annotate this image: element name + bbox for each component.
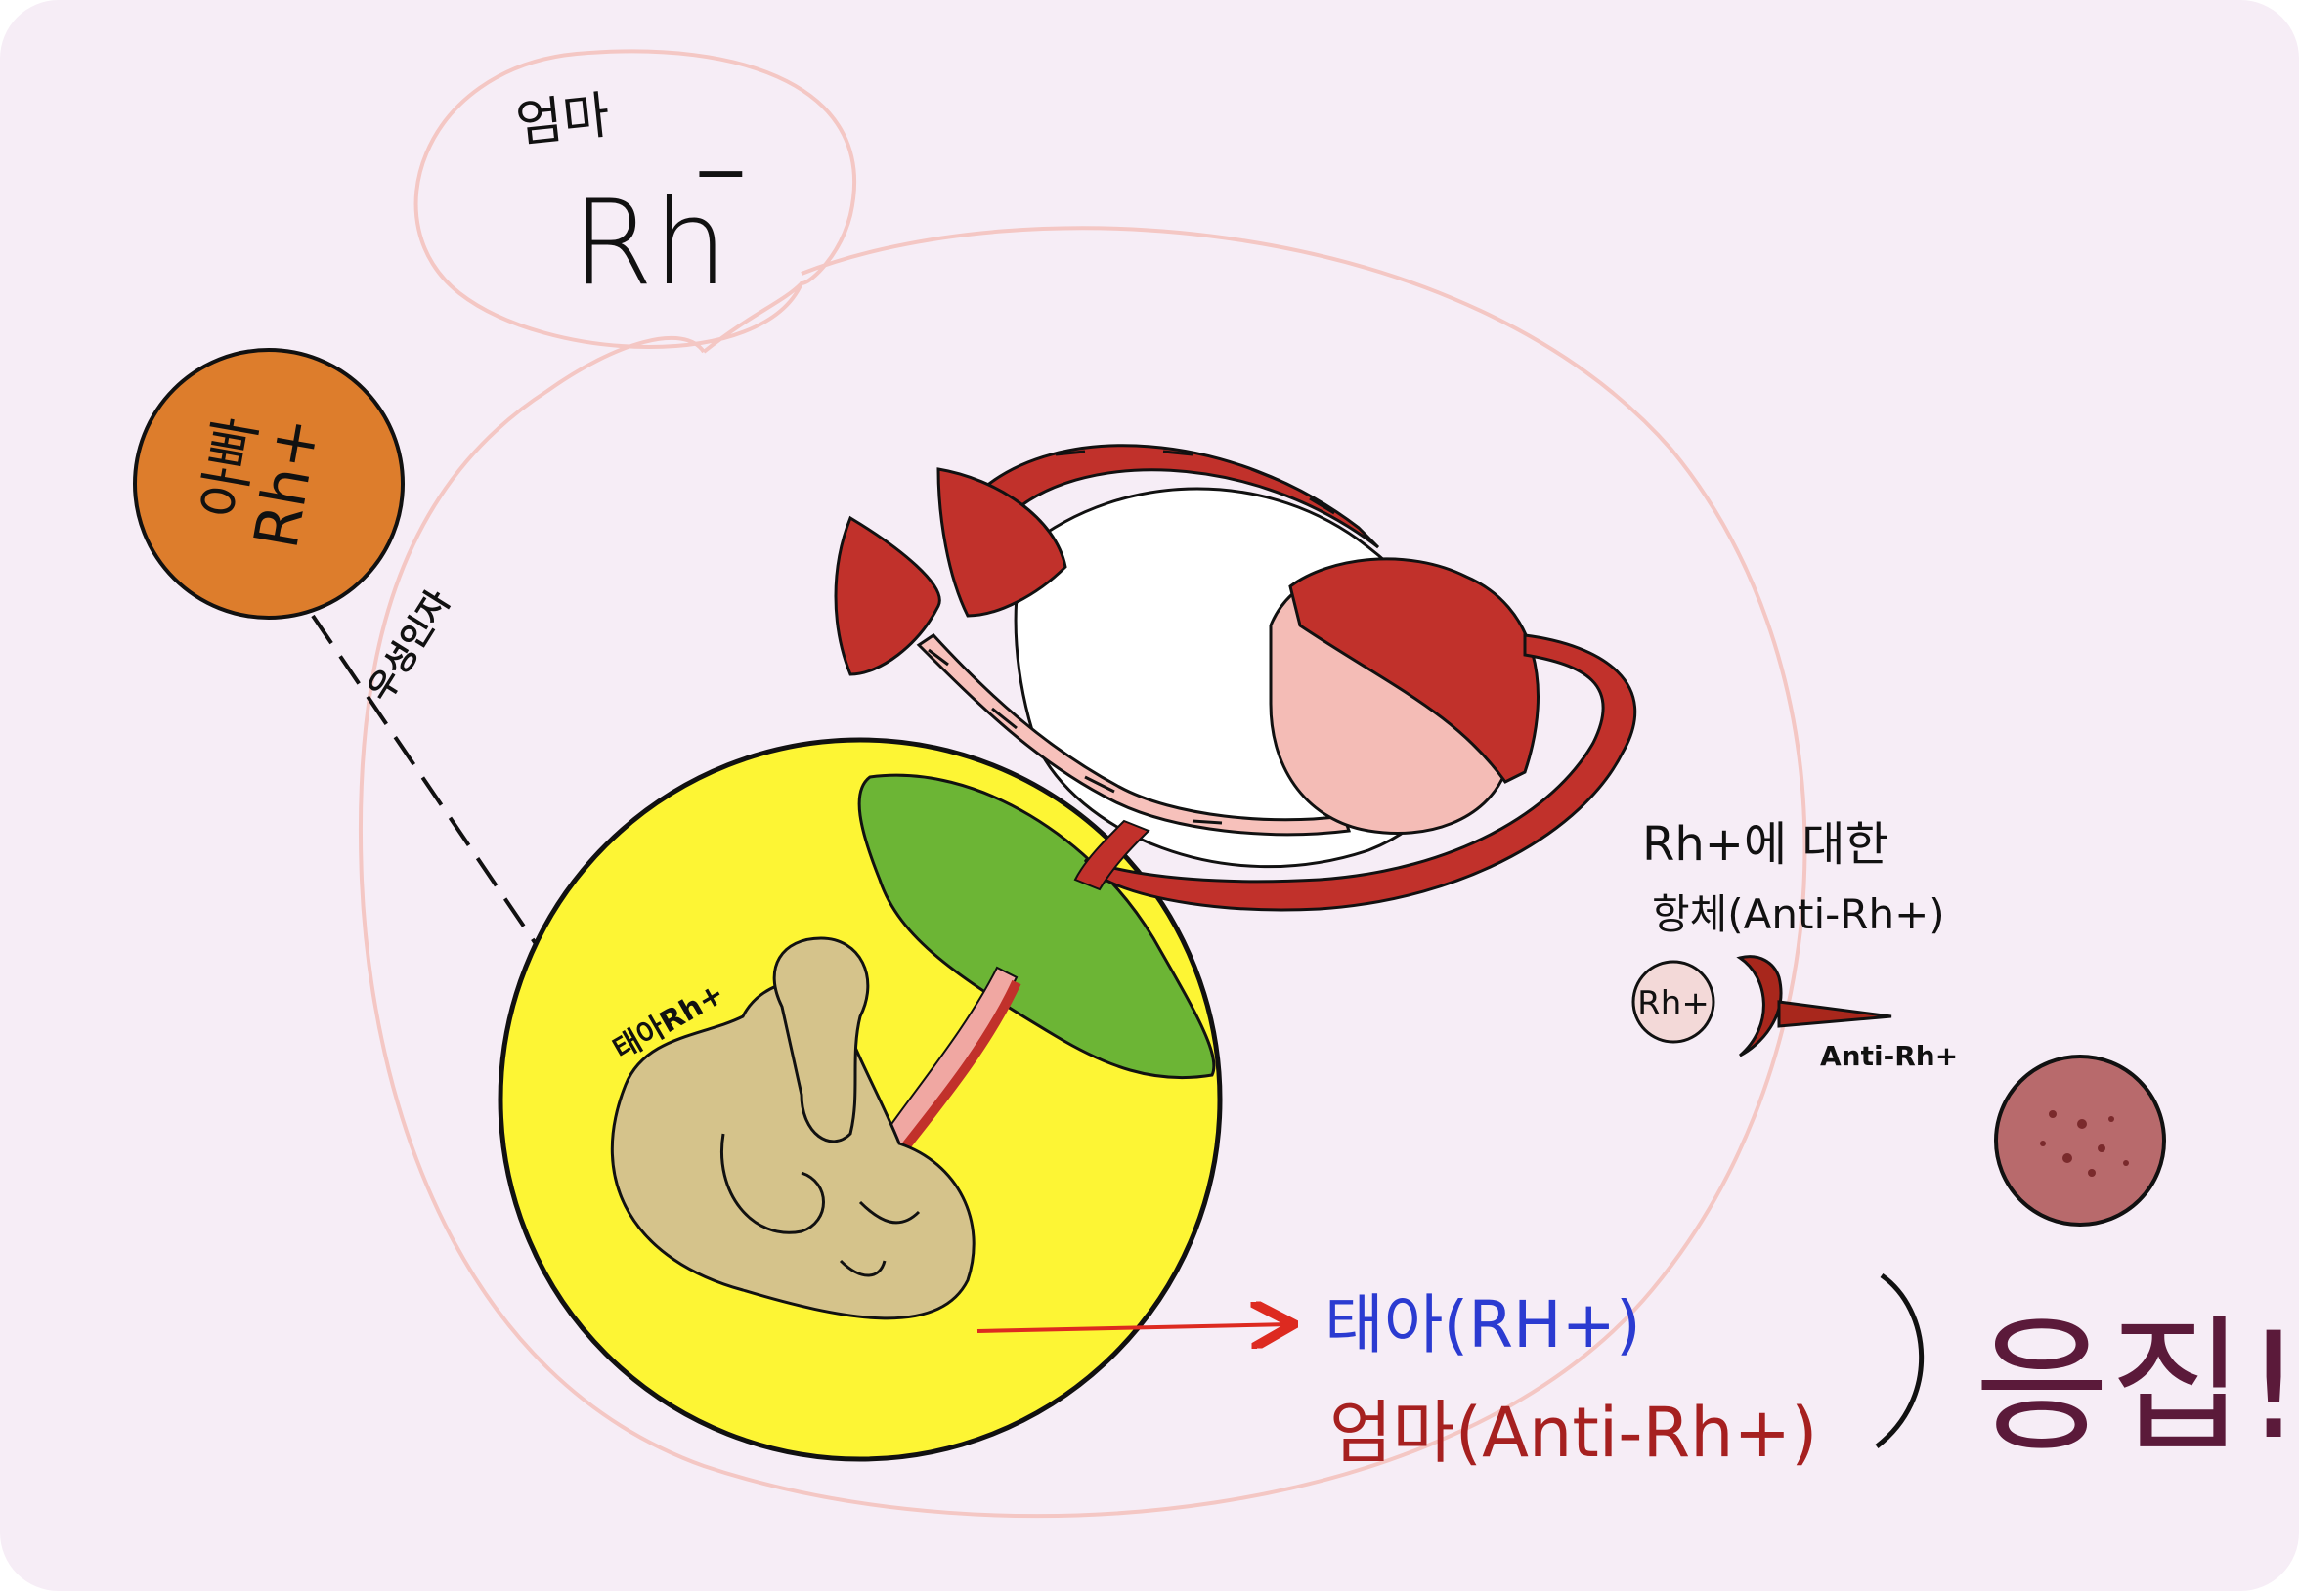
antibody-title-line1: Rh+에 대한: [1642, 817, 1888, 872]
fetus-head-limb: [772, 936, 870, 1143]
agglutination-label: 응집!: [1974, 1302, 2299, 1472]
heart-red-part: [1288, 557, 1540, 784]
clump-dot: [2049, 1110, 2057, 1118]
clump-dot: [2098, 1144, 2105, 1152]
placenta: [857, 773, 1216, 1080]
agglutinated-cell: [1994, 1055, 2166, 1227]
fetus: [610, 936, 976, 1320]
left-lung-lobe: [834, 515, 941, 676]
clump-dot: [2088, 1169, 2096, 1177]
aortic-arch: [975, 444, 1380, 549]
clump-cell: [1994, 1055, 2166, 1227]
umbilical-cord-red: [900, 979, 1021, 1152]
rh-cell-antibody-illustration: Rh+ Anti-Rh+: [1631, 955, 1958, 1072]
fetus-result-label: 태아(RH+): [1324, 1287, 1641, 1362]
mother-rh-sign: −: [692, 132, 750, 212]
antibody-label: Anti-Rh+: [1820, 1040, 1958, 1072]
clump-dot: [2040, 1141, 2046, 1146]
clump-dot: [2108, 1116, 2114, 1122]
father-group: 아빠 Rh+: [133, 348, 405, 620]
antibody-title-line2: 항체(Anti-Rh+): [1652, 890, 1945, 938]
heart-circulation: [834, 444, 1636, 912]
antibody-crescent: [1736, 955, 1783, 1057]
father-circle: [133, 348, 405, 620]
fetus-body: [610, 980, 976, 1320]
antibody-tail: [1777, 1000, 1892, 1028]
rh-cell-label: Rh+: [1637, 984, 1710, 1023]
result-arrow: [976, 1324, 1290, 1331]
flow-arrows-top: [1055, 450, 1335, 515]
rh-cell: [1631, 960, 1715, 1044]
clump-dot: [2062, 1153, 2072, 1163]
mother-body-outline: [358, 226, 1807, 1519]
flow-arrows-pink: [928, 648, 1223, 825]
result-bracket: [1875, 1272, 1925, 1448]
clump-dot: [2123, 1160, 2129, 1166]
mother-thought-bubble: [413, 49, 857, 354]
fetus-curl-detail: [720, 1133, 921, 1277]
right-lung-lobe: [936, 467, 1067, 618]
mother-rh-label: Rh: [572, 176, 727, 312]
mother-word-label: 엄마: [513, 86, 612, 154]
mother-result-label: 엄마(Anti-Rh+): [1329, 1393, 1817, 1473]
clump-dot: [2077, 1119, 2087, 1129]
vessel-to-placenta: [1073, 819, 1150, 891]
